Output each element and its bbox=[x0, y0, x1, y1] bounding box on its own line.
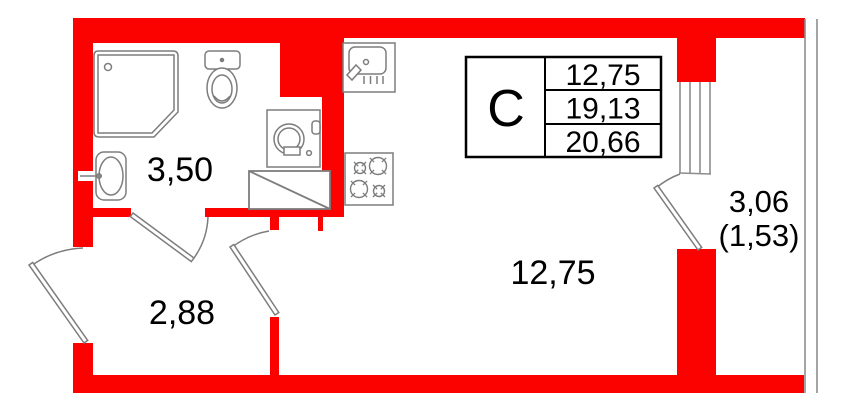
bathroom-area-label: 3,50 bbox=[147, 151, 213, 189]
shower-inner bbox=[97, 54, 175, 134]
shower-outer bbox=[93, 50, 179, 138]
wall-kitchen-tick bbox=[318, 217, 323, 231]
living-room-door-arc bbox=[230, 230, 270, 249]
cabinet bbox=[248, 170, 331, 210]
kitchen-sink-drain bbox=[362, 58, 370, 66]
wall-bathroom-bottom-right bbox=[205, 208, 344, 217]
info-table: С 12,75 19,13 20,66 bbox=[464, 55, 663, 159]
balcony-door bbox=[652, 173, 703, 252]
window-sill bbox=[678, 172, 712, 175]
bathroom-door-arc bbox=[193, 216, 209, 259]
kitchen-sink-bowl bbox=[348, 46, 387, 75]
cabinet-diagonal bbox=[248, 170, 331, 210]
washbasin bbox=[78, 151, 127, 201]
washing-machine-slot bbox=[311, 120, 321, 135]
wall-left-upper bbox=[73, 18, 93, 247]
living-room-door-leaf bbox=[228, 243, 280, 317]
living-room-door bbox=[228, 230, 280, 317]
toilet-bowl-arc bbox=[213, 95, 231, 102]
doors bbox=[27, 173, 703, 345]
washing-machine-body bbox=[266, 109, 321, 168]
entrance-door-leaf bbox=[27, 261, 89, 345]
stove-body bbox=[344, 152, 394, 206]
toilet-button bbox=[219, 57, 225, 63]
wall-top bbox=[73, 18, 805, 38]
wall-hall-divider bbox=[270, 317, 279, 375]
washbasin-drain bbox=[96, 173, 102, 179]
stove bbox=[344, 152, 394, 206]
shower-drain bbox=[103, 62, 113, 72]
room-labels: 3,50 2,88 12,75 3,06 (1,53) bbox=[147, 151, 800, 332]
bathroom-door-leaf bbox=[129, 211, 196, 263]
wall-bottom bbox=[73, 375, 804, 393]
kitchen-sink-faucet bbox=[345, 63, 363, 82]
toilet bbox=[204, 50, 241, 109]
entrance-door-arc bbox=[30, 247, 84, 267]
wall-bathroom-bottom-left bbox=[93, 208, 131, 217]
info-table-value-living: 12,75 bbox=[565, 59, 640, 92]
wall-hall-divider-stub bbox=[270, 217, 279, 230]
washing-machine bbox=[266, 109, 321, 168]
balcony-reduced-area-label: (1,53) bbox=[719, 218, 800, 253]
washing-machine-tab bbox=[283, 146, 301, 156]
hallway-area-label: 2,88 bbox=[149, 294, 215, 332]
washing-machine-knob bbox=[305, 149, 313, 157]
walls bbox=[73, 18, 805, 393]
wall-balcony-pier-top bbox=[677, 38, 716, 82]
kitchen-sink-counter bbox=[342, 42, 396, 93]
balcony-glazing bbox=[678, 19, 818, 393]
balcony-door-leaf bbox=[652, 184, 703, 252]
balcony-area-label: 3,06 bbox=[729, 184, 789, 219]
apartment-type-letter: С bbox=[487, 80, 525, 138]
wall-top-bathroom-extra bbox=[93, 36, 344, 43]
entrance-door bbox=[27, 247, 89, 345]
kitchen-sink bbox=[342, 42, 396, 93]
living-room-area-label: 12,75 bbox=[510, 254, 595, 292]
toilet-bowl-inner bbox=[211, 74, 233, 104]
shower-cabin bbox=[93, 50, 179, 138]
wall-balcony-pier-bottom bbox=[677, 249, 716, 375]
info-table-border bbox=[464, 55, 663, 159]
kitchen-fixtures bbox=[342, 42, 396, 206]
info-table-value-total: 19,13 bbox=[565, 93, 640, 126]
bathroom-fixtures bbox=[78, 50, 331, 210]
wall-bathroom-right-upper bbox=[280, 38, 344, 97]
bathroom-door bbox=[129, 211, 209, 263]
info-table-value-total-balcony: 20,66 bbox=[565, 126, 640, 159]
kitchen-sink-ribs bbox=[363, 76, 384, 84]
